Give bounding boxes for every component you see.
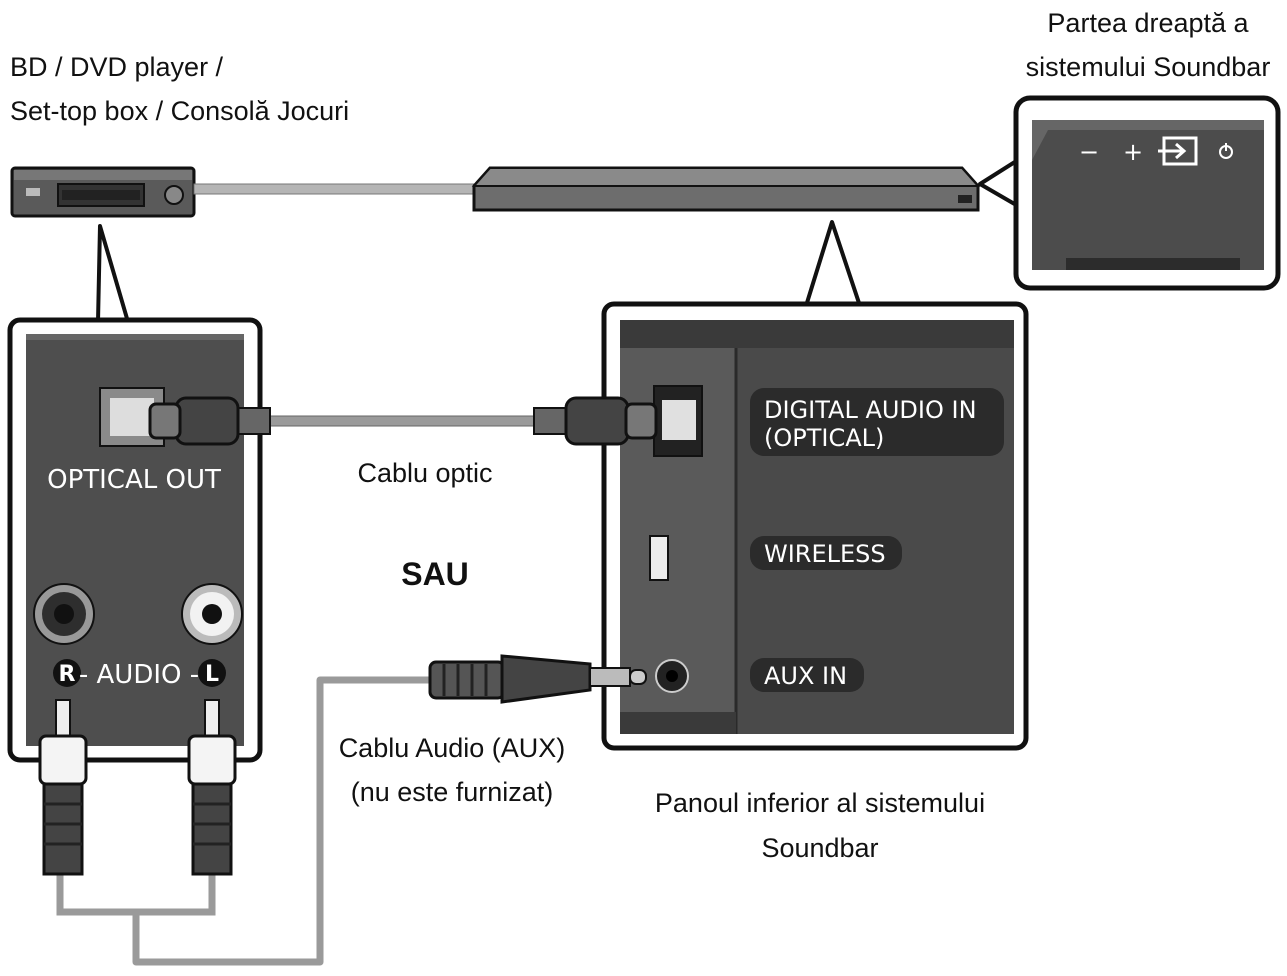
source-device-icon: [10, 166, 196, 218]
bottom-callout-pointer: [804, 220, 862, 307]
right-channel-badge: [53, 659, 81, 687]
wireless-label: WIRELESS: [750, 536, 902, 570]
bottom-panel-caption-1: Panoul inferior al sistemului: [655, 788, 985, 818]
optical-out-label: OPTICAL OUT: [47, 465, 221, 495]
svg-text:DIGITAL AUDIO IN: DIGITAL AUDIO IN: [764, 396, 977, 424]
optical-cable: [148, 396, 658, 446]
svg-text:WIRELESS: WIRELESS: [764, 540, 886, 568]
digital-audio-in-label: DIGITAL AUDIO IN (OPTICAL): [750, 388, 1004, 456]
source-device-caption-2: Set-top box / Consolă Jocuri: [10, 96, 349, 126]
rca-plug-right: [38, 699, 88, 876]
aux-cable-caption-1: Cablu Audio (AUX): [339, 733, 566, 763]
left-channel-badge-text: L: [205, 662, 219, 687]
aux-cable: [56, 654, 647, 966]
device-to-soundbar-cable: [193, 183, 477, 195]
side-callout-pointer: [978, 158, 1020, 208]
left-channel-badge: [198, 659, 226, 687]
source-device-caption-1: BD / DVD player /: [10, 52, 224, 82]
source-input-icon: [1158, 136, 1198, 166]
right-side-caption-2: sistemului Soundbar: [1026, 52, 1271, 82]
power-icon: [1219, 143, 1233, 159]
soundbar-icon: [471, 166, 981, 212]
optical-cable-caption: Cablu optic: [357, 458, 492, 488]
aux-in-label: AUX IN: [750, 658, 864, 692]
aux-cable-caption-2: (nu este furnizat): [351, 777, 554, 807]
right-channel-badge-text: R: [59, 662, 76, 687]
svg-text:AUX IN: AUX IN: [764, 662, 847, 690]
wireless-port: [649, 535, 669, 581]
volume-up-icon: +: [1123, 138, 1143, 166]
bottom-panel-caption-2: Soundbar: [761, 833, 878, 863]
digital-audio-in-port: [653, 385, 703, 457]
volume-down-icon: −: [1079, 138, 1099, 166]
audio-left-jack: [181, 583, 243, 645]
source-callout-pointer: [96, 224, 130, 323]
right-side-caption-1: Partea dreaptă a: [1047, 8, 1249, 38]
or-caption: SAU: [401, 556, 469, 592]
rca-plug-left: [187, 699, 237, 876]
aux-in-port: [655, 659, 689, 693]
source-back-panel: [7, 317, 263, 763]
audio-label: - AUDIO -: [79, 660, 199, 690]
right-side-panel: − +: [1013, 95, 1281, 291]
audio-right-jack: [33, 583, 95, 645]
svg-text:(OPTICAL): (OPTICAL): [764, 424, 884, 452]
